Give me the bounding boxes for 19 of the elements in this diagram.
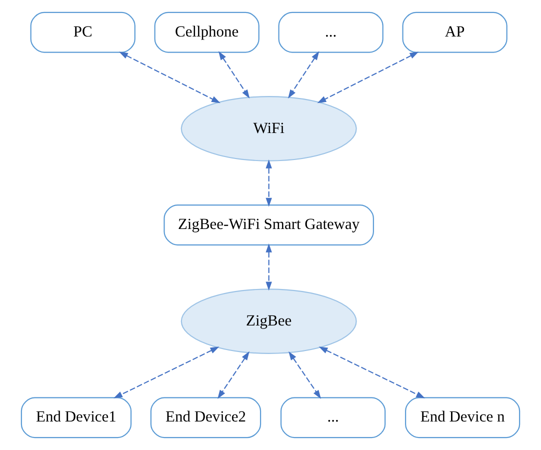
node-box: ...	[278, 12, 384, 53]
arrow	[288, 351, 322, 399]
node-box: AP	[402, 12, 508, 53]
arrow	[266, 159, 272, 207]
node-box: End Device1	[20, 397, 132, 438]
node-box: ZigBee-WiFi Smart Gateway	[164, 204, 374, 246]
arrow	[317, 52, 419, 104]
arrow	[218, 51, 250, 98]
arrow	[218, 351, 250, 399]
arrow	[318, 346, 426, 398]
arrow	[114, 346, 220, 398]
node-box: End Device n	[405, 397, 520, 438]
node-box: Cellphone	[154, 12, 260, 53]
node-box: End Device2	[150, 397, 262, 438]
arrow	[288, 51, 320, 98]
arrow	[119, 52, 220, 104]
arrow	[266, 243, 272, 291]
node-box: ...	[280, 397, 386, 438]
node-box: PC	[30, 12, 136, 53]
